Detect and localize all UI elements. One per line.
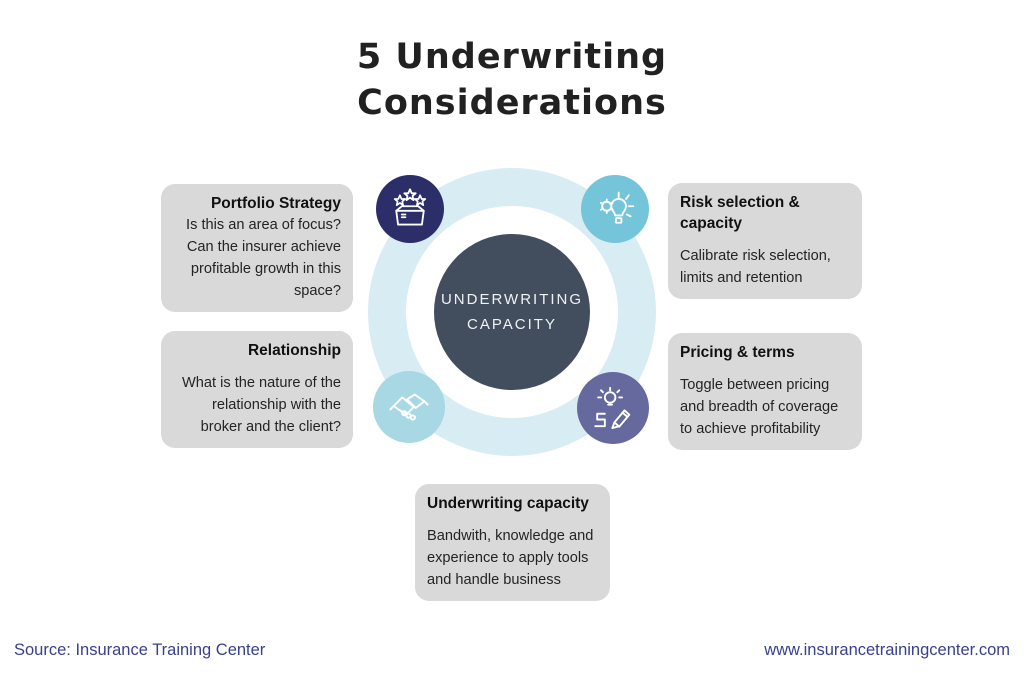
card-heading: Risk selection & capacity [680,194,800,232]
card-risk-selection-capacity: Risk selection & capacity Calibrate risk… [668,183,862,299]
center-label-line-2: CAPACITY [467,316,557,333]
footer-website-text: www.insurancetrainingcenter.com [764,641,1010,659]
idea-pencil-icon [594,386,631,430]
card-heading: Relationship [247,342,341,359]
card-pricing-terms: Pricing & terms Toggle between pricing a… [668,333,862,450]
handshake-icon [389,393,429,421]
risk-bubble [581,175,649,243]
card-body: Bandwith, knowledge and experience to ap… [427,528,594,588]
idea-gear-icon [599,191,635,224]
card-body: Calibrate risk selection, limits and ret… [680,248,831,286]
center-circle: UNDERWRITING CAPACITY [434,234,590,390]
portfolio-bubble [376,175,444,243]
stars-box-icon [393,188,427,226]
footer-source-text: Source: Insurance Training Center [14,641,266,659]
center-label-line-1: UNDERWRITING [440,291,584,308]
card-underwriting-capacity: Underwriting capacity Bandwith, knowledg… [415,484,610,601]
card-heading: Portfolio Strategy [210,195,341,212]
card-body: Toggle between pricing and breadth of co… [680,377,839,437]
card-heading: Underwriting capacity [427,495,589,512]
relationship-bubble [373,371,445,443]
title-line-1: 5 Underwriting [356,37,668,77]
card-portfolio-strategy: Portfolio Strategy Is this an area of fo… [161,184,353,312]
card-body: Is this an area of focus? Can the insure… [186,217,341,299]
card-heading: Pricing & terms [680,344,795,361]
card-relationship: Relationship What is the nature of the r… [161,331,353,448]
title-line-2: Considerations [357,83,667,123]
pricing-bubble [577,372,649,444]
card-body: What is the nature of the relationship w… [182,375,341,435]
